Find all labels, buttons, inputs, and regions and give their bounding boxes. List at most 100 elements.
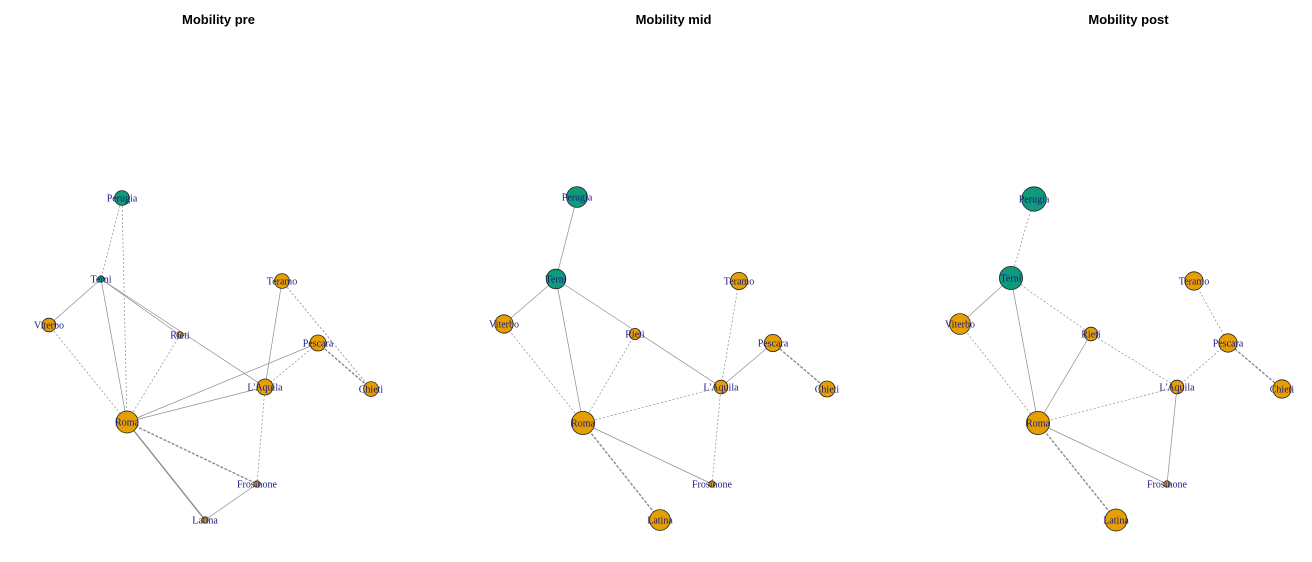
edge-roma-frosinone — [582, 422, 713, 485]
node-roma — [115, 410, 139, 434]
node-teramo — [274, 273, 290, 289]
edge-l-aquila-frosinone — [256, 386, 266, 485]
edge-terni-roma — [1010, 277, 1039, 424]
node-label-viterbo: Viterbo — [945, 320, 975, 331]
edge-rieti-roma — [126, 334, 181, 423]
panel-title: Mobility pre — [182, 12, 255, 27]
edge-rieti-roma — [1037, 333, 1092, 424]
node-l-aquila — [713, 379, 729, 395]
node-label-terni: Terni — [91, 275, 112, 286]
node-pescara — [309, 334, 327, 352]
node-rieti — [628, 327, 641, 340]
node-label-rieti: Rieti — [170, 331, 190, 342]
edge-viterbo-roma — [503, 323, 584, 424]
node-label-chieti: Chieti — [359, 385, 384, 396]
node-perugia — [114, 190, 130, 206]
node-label-perugia: Perugia — [1019, 195, 1050, 206]
node-terni — [545, 268, 567, 290]
edge-teramo-l-aquila — [720, 280, 740, 388]
node-label-rieti: Rieti — [625, 330, 645, 341]
node-label-teramo: Teramo — [267, 277, 297, 288]
node-viterbo — [949, 313, 971, 335]
node-label-pescara: Pescara — [303, 339, 334, 350]
node-perugia — [566, 186, 588, 208]
edge-pescara-chieti — [1227, 342, 1283, 390]
edge-roma-frosinone — [1037, 422, 1168, 485]
node-teramo — [1184, 271, 1204, 291]
edge-terni-rieti — [100, 278, 181, 336]
node-chieti — [363, 381, 379, 397]
node-roma — [571, 410, 596, 435]
node-pescara — [763, 333, 782, 352]
node-label-l-aquila: L'Aquila — [247, 383, 283, 394]
node-frosinone — [253, 480, 261, 488]
node-label-latina: Latina — [647, 516, 673, 527]
node-pescara — [1218, 333, 1238, 353]
edge-rieti-l-aquila — [1090, 333, 1178, 388]
edge-l-aquila-frosinone — [711, 386, 722, 485]
node-label-frosinone: Frosinone — [237, 480, 278, 491]
edge-perugia-terni — [100, 197, 123, 280]
node-label-terni: Terni — [546, 275, 567, 286]
node-label-latina: Latina — [192, 516, 218, 527]
edge-frosinone-latina — [204, 483, 258, 521]
node-terni — [999, 265, 1024, 290]
network-graph: PerugiaTerniViterboRietiTeramoPescaraChi… — [489, 186, 840, 531]
node-latina — [1104, 508, 1128, 532]
edge-terni-viterbo — [503, 278, 557, 325]
node-label-frosinone: Frosinone — [692, 480, 733, 491]
node-label-viterbo: Viterbo — [34, 321, 64, 332]
edge-l-aquila-roma — [582, 386, 722, 424]
edge-pescara-l-aquila — [264, 342, 319, 388]
node-chieti — [818, 380, 836, 398]
node-rieti — [176, 331, 184, 339]
node-label-rieti: Rieti — [1081, 330, 1101, 341]
edge-terni-rieti — [1010, 277, 1092, 335]
edge-terni-l-aquila — [100, 278, 266, 388]
node-perugia — [1021, 186, 1047, 212]
node-rieti — [1083, 326, 1099, 342]
node-label-pescara: Pescara — [758, 339, 789, 350]
node-latina — [649, 509, 671, 531]
node-label-l-aquila: L'Aquila — [703, 383, 739, 394]
node-label-roma: Roma — [115, 418, 139, 429]
edge-pescara-roma — [126, 342, 319, 423]
edge-teramo-pescara — [1193, 280, 1229, 344]
network-graph: PerugiaTerniViterboRietiTeramoPescaraChi… — [945, 186, 1295, 532]
node-label-chieti: Chieti — [1270, 385, 1295, 396]
node-frosinone — [1163, 480, 1171, 488]
node-label-chieti: Chieti — [815, 385, 840, 396]
node-label-terni: Terni — [1001, 274, 1022, 285]
edge-l-aquila-roma — [1037, 386, 1178, 424]
edge-perugia-terni — [555, 196, 578, 280]
node-label-pescara: Pescara — [1213, 339, 1244, 350]
edge-l-aquila-frosinone — [1166, 386, 1178, 485]
node-viterbo — [494, 314, 514, 334]
node-chieti — [1272, 379, 1292, 399]
edge-roma-frosinone — [126, 421, 258, 485]
node-latina — [201, 516, 209, 524]
edge-pescara-chieti — [317, 342, 372, 390]
edge-teramo-chieti — [281, 280, 372, 390]
edge-pescara-l-aquila — [1176, 342, 1229, 388]
edge-roma-latina — [1037, 422, 1117, 521]
edge-terni-roma — [555, 278, 584, 424]
node-viterbo — [41, 317, 57, 333]
edge-terni-roma — [100, 278, 128, 423]
node-teramo — [729, 271, 748, 290]
node-frosinone — [708, 480, 716, 488]
node-label-teramo: Teramo — [724, 277, 754, 288]
node-label-roma: Roma — [571, 419, 595, 430]
node-terni — [97, 275, 105, 283]
edge-viterbo-roma — [959, 323, 1039, 424]
node-label-perugia: Perugia — [562, 193, 593, 204]
edge-perugia-roma — [121, 197, 128, 423]
node-label-frosinone: Frosinone — [1147, 480, 1188, 491]
panel-title: Mobility post — [1088, 12, 1169, 27]
node-label-perugia: Perugia — [107, 194, 138, 205]
edge-pescara-l-aquila — [720, 342, 774, 388]
